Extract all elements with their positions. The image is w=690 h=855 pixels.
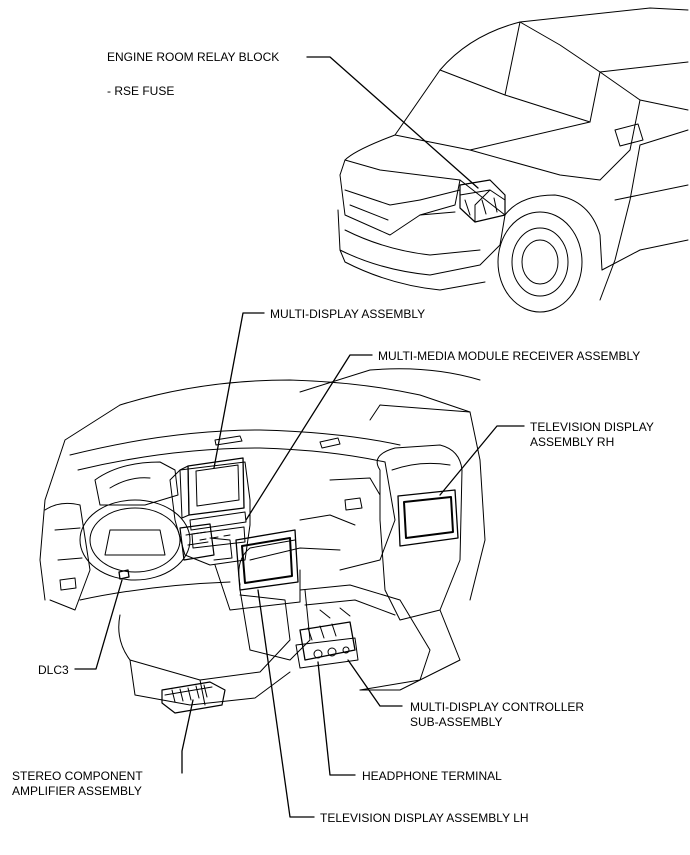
label-line: AMPLIFIER ASSEMBLY	[12, 784, 142, 798]
dlc3-connector	[118, 569, 130, 580]
label-multi-display-assembly: MULTI-DISPLAY ASSEMBLY	[270, 307, 426, 321]
multi-display-component	[179, 457, 247, 549]
vehicle-exterior-drawing	[337, 7, 689, 313]
vehicle-interior-drawing	[39, 368, 486, 706]
label-multi-media-module-receiver-assembly: MULTI-MEDIA MODULE RECEIVER ASSEMBLY	[378, 349, 641, 363]
television-display-rh-component	[397, 489, 459, 547]
label-line: ASSEMBLY RH	[530, 435, 615, 449]
label-dlc3: DLC3	[38, 663, 69, 677]
label-multi-display-controller-sub-assembly: MULTI-DISPLAY CONTROLLER SUB-ASSEMBLY	[410, 700, 584, 730]
stereo-amplifier-component	[161, 681, 226, 714]
label-television-display-assembly-rh: TELEVISION DISPLAY ASSEMBLY RH	[530, 420, 654, 450]
label-line: MULTI-DISPLAY CONTROLLER	[410, 700, 585, 714]
label-engine-room-relay-block: ENGINE ROOM RELAY BLOCK	[107, 50, 280, 64]
label-line: SUB-ASSEMBLY	[410, 715, 503, 729]
multi-media-receiver-component	[179, 523, 233, 561]
label-line: TELEVISION DISPLAY	[530, 420, 654, 434]
label-stereo-component-amplifier-assembly: STEREO COMPONENT AMPLIFIER ASSEMBLY	[12, 769, 143, 799]
label-headphone-terminal: HEADPHONE TERMINAL	[362, 769, 502, 783]
leader-lines	[74, 56, 525, 818]
multi-display-controller-component	[295, 621, 359, 669]
television-display-lh-component	[235, 529, 299, 591]
label-rse-fuse: - RSE FUSE	[107, 84, 175, 98]
label-television-display-assembly-lh: TELEVISION DISPLAY ASSEMBLY LH	[320, 811, 529, 825]
label-line: STEREO COMPONENT	[12, 769, 143, 783]
